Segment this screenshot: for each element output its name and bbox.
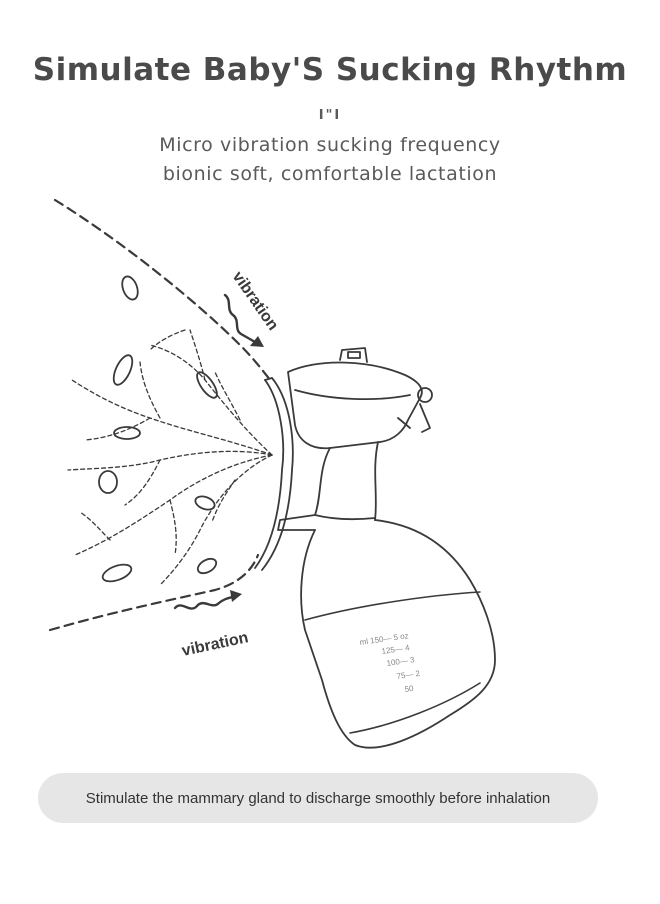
milk-drops bbox=[98, 275, 218, 583]
subtitle-line-1: Micro vibration sucking frequency bbox=[159, 134, 501, 156]
pump-flange bbox=[254, 379, 285, 569]
bottle-scale: ml 150— 5 oz 125— 4 100— 3 75— 2 50 bbox=[359, 631, 421, 694]
scale-mark: 100— 3 bbox=[386, 655, 416, 668]
page-title: Simulate Baby'S Sucking Rhythm bbox=[32, 52, 628, 88]
pump-knob bbox=[417, 387, 433, 403]
caption-text: Stimulate the mammary gland to discharge… bbox=[85, 789, 551, 807]
subtitle-line-2: bionic soft, comfortable lactation bbox=[162, 163, 498, 185]
mammary-ducts bbox=[67, 329, 273, 586]
pump-head bbox=[287, 361, 423, 450]
breast-outline-lower bbox=[48, 553, 260, 632]
pump-neck bbox=[277, 447, 331, 531]
breast-outline-upper bbox=[53, 198, 274, 384]
pump-bottle bbox=[300, 519, 496, 749]
scale-mark: 75— 2 bbox=[396, 669, 421, 681]
scale-mark: 50 bbox=[404, 684, 415, 694]
vibration-wave-top bbox=[223, 293, 260, 346]
divider-mark: I"I bbox=[318, 108, 342, 123]
vibration-wave-bottom bbox=[173, 594, 238, 610]
vibration-arrow-top bbox=[250, 336, 264, 347]
breast-pump-illustration: vibration vibration ml 150— 5 oz 125— 4 … bbox=[48, 198, 496, 749]
scale-mark: 125— 4 bbox=[381, 643, 411, 656]
vibration-arrow-bottom bbox=[230, 590, 242, 602]
caption-pill: Stimulate the mammary gland to discharge… bbox=[38, 773, 598, 823]
vibration-label-bottom: vibration bbox=[180, 629, 250, 660]
